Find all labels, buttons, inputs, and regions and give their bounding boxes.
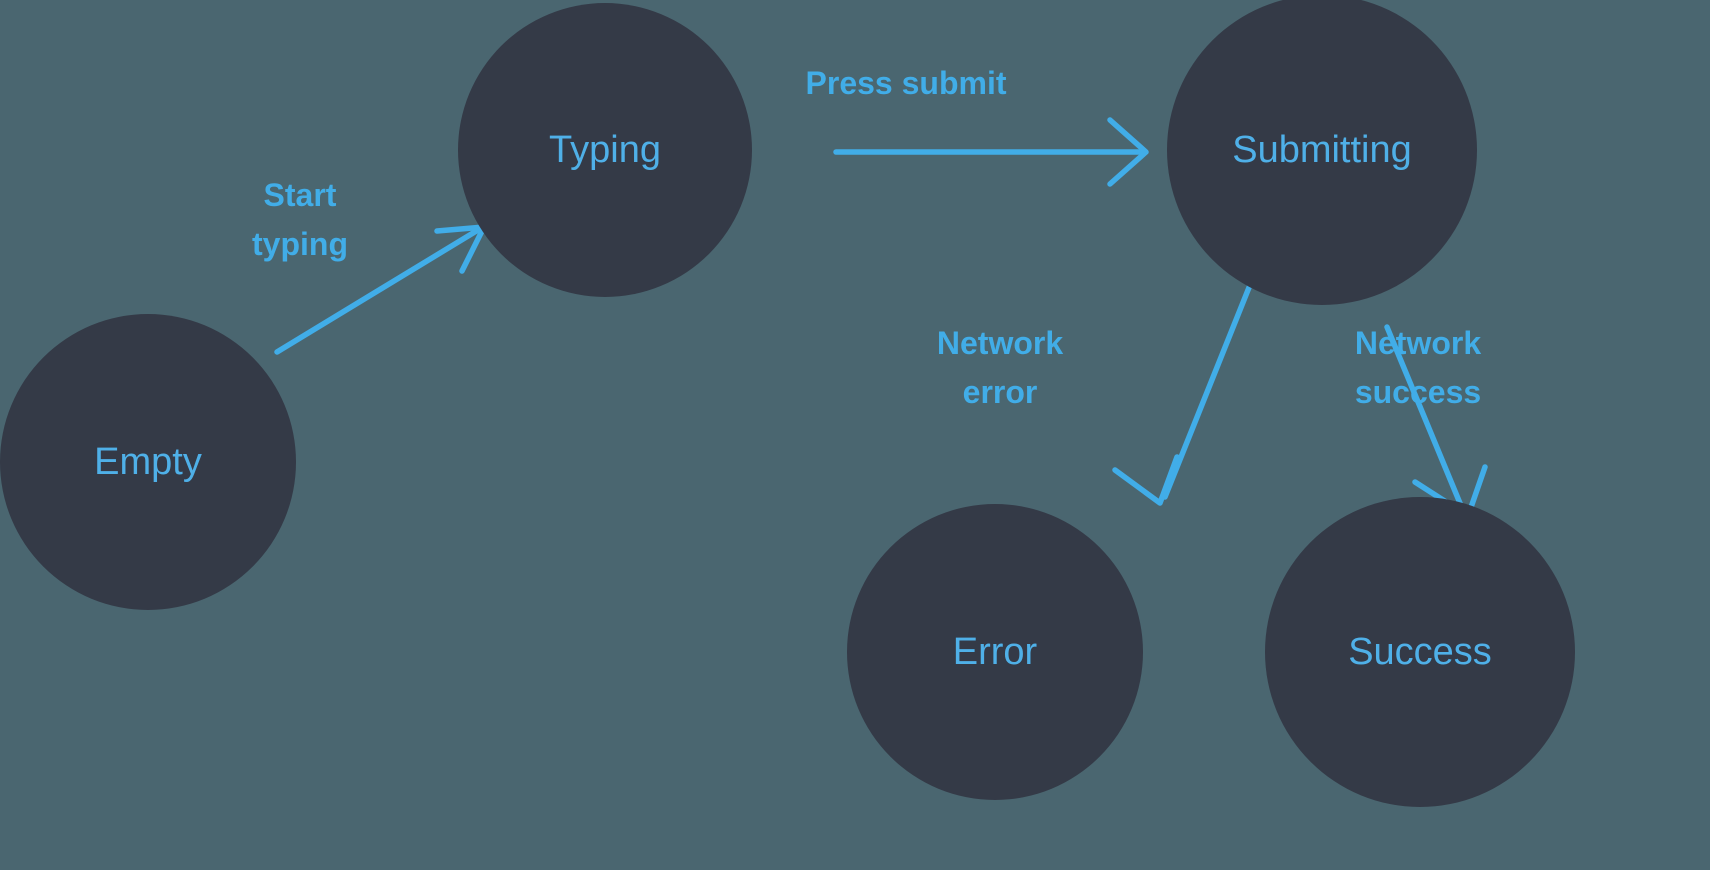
edge-label-empty-to-typing-line-1: Start — [264, 177, 337, 213]
arrowhead-typing-to-submitting — [1107, 117, 1149, 187]
edge-line-submitting-to-error — [1162, 282, 1253, 500]
state-node-error[interactable]: Error — [847, 504, 1143, 800]
edge-label-submitting-to-success-line-1: Network — [1355, 325, 1481, 361]
state-node-submitting-circle[interactable] — [1167, 0, 1477, 305]
edge-label-typing-to-submitting: Press submit — [806, 65, 1007, 101]
state-node-typing-circle[interactable] — [458, 3, 752, 297]
edge-submitting-to-error — [1112, 282, 1253, 506]
state-node-success-circle[interactable] — [1265, 497, 1575, 807]
edge-label-submitting-to-error-line-1: Network — [937, 325, 1063, 361]
edge-typing-to-submitting — [833, 117, 1149, 187]
state-node-submitting[interactable]: Submitting — [1167, 0, 1477, 305]
state-node-submitting-label: Submitting — [1232, 129, 1412, 171]
edge-label-empty-to-typing-line-2: typing — [252, 226, 348, 262]
state-node-typing-label: Typing — [549, 129, 661, 171]
edge-label-submitting-to-error: Network error — [937, 325, 1063, 410]
edge-label-empty-to-typing: Start typing — [252, 177, 348, 262]
edge-label-submitting-to-success: Network success — [1355, 325, 1481, 410]
edge-label-submitting-to-error-line-2: error — [963, 374, 1038, 410]
state-node-typing[interactable]: Typing — [458, 3, 752, 297]
arrowhead-submitting-to-error — [1112, 454, 1180, 506]
state-node-success[interactable]: Success — [1265, 497, 1575, 807]
state-node-empty-label: Empty — [94, 441, 202, 483]
edge-label-typing-to-submitting-line-1: Press submit — [806, 65, 1007, 101]
edge-line-empty-to-typing — [274, 227, 481, 355]
state-node-empty[interactable]: Empty — [0, 314, 296, 610]
state-node-empty-circle[interactable] — [0, 314, 296, 610]
edge-line-submitting-to-success — [1384, 324, 1465, 511]
edge-label-submitting-to-success-line-2: success — [1355, 374, 1481, 410]
state-node-success-label: Success — [1348, 631, 1492, 673]
state-node-error-circle[interactable] — [847, 504, 1143, 800]
state-node-error-label: Error — [953, 631, 1038, 673]
